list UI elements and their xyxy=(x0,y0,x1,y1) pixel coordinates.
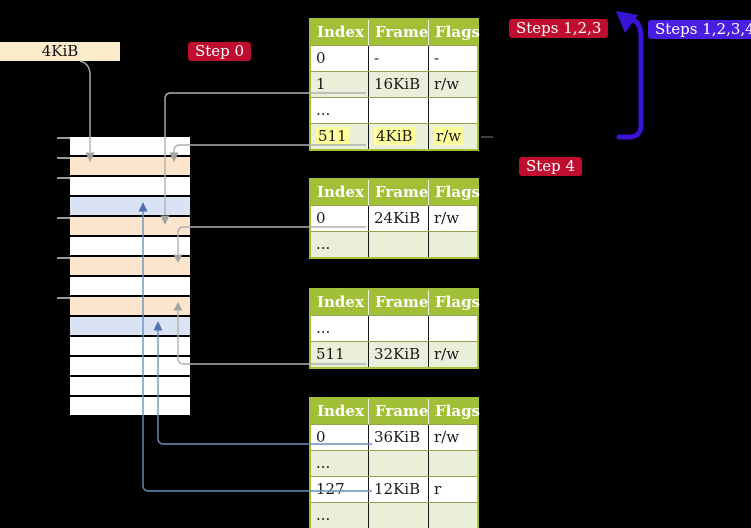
table-cell: ... xyxy=(316,454,331,472)
table-cell xyxy=(428,451,477,476)
address-tick xyxy=(57,157,70,159)
step4-badge: Step 4 xyxy=(519,157,583,176)
table-cell: 511 xyxy=(311,124,368,149)
table-cell xyxy=(368,503,428,528)
table-cell xyxy=(368,98,428,123)
highlighted-value: r/w xyxy=(434,127,464,145)
table-cell: 0 xyxy=(316,209,326,227)
table-row: 511 4KiB r/w xyxy=(311,123,477,149)
column-header: Flags xyxy=(428,20,480,45)
column-header: Flags xyxy=(428,399,480,424)
table-cell: 1 xyxy=(316,75,326,93)
table-cell: ... xyxy=(316,319,331,337)
table-row: ... xyxy=(311,231,477,257)
table-row: ... xyxy=(311,315,477,341)
address-tick xyxy=(57,257,70,259)
table-cell: 0 xyxy=(316,49,326,67)
column-header: Index xyxy=(317,183,364,201)
table-cell: 127 xyxy=(316,480,345,498)
memory-row-empty xyxy=(70,357,190,377)
table-cell xyxy=(428,503,477,528)
table-cell: 0 xyxy=(316,428,326,446)
memory-row-page-table-frame xyxy=(70,257,190,277)
memory-row-empty xyxy=(70,397,190,417)
memory-row-mapped-page xyxy=(70,197,190,217)
arrowhead-upleft-icon xyxy=(616,11,638,33)
column-header: Frame xyxy=(368,20,428,45)
steps-1234-badge: Steps 1,2,3,4 xyxy=(648,20,751,39)
table-cell: ... xyxy=(316,235,331,253)
table-cell xyxy=(428,98,477,123)
highlighted-value: 511 xyxy=(316,127,349,145)
memory-row-empty xyxy=(70,377,190,397)
address-tick xyxy=(57,217,70,219)
table-cell xyxy=(428,232,477,257)
memory-row-empty xyxy=(70,277,190,297)
memory-row-empty xyxy=(70,177,190,197)
table-cell: 24KiB xyxy=(368,206,428,231)
memory-row-page-table-frame xyxy=(70,157,190,177)
table-row: ... xyxy=(311,450,477,476)
physical-memory-strip xyxy=(70,137,190,417)
column-header: Index xyxy=(317,402,364,420)
column-header: Index xyxy=(317,23,364,41)
column-header: Frame xyxy=(368,399,428,424)
table-cell: ... xyxy=(316,506,331,524)
table-cell: 36KiB xyxy=(368,425,428,450)
memory-row-empty xyxy=(70,137,190,157)
table-cell xyxy=(428,316,477,341)
table-cell: 32KiB xyxy=(368,342,428,367)
table-cell: r xyxy=(428,477,477,502)
table-cell: r/w xyxy=(428,124,477,149)
memory-row-empty xyxy=(70,237,190,257)
column-header: Flags xyxy=(428,180,480,205)
steps-123-badge: Steps 1,2,3 xyxy=(509,19,609,38)
memory-row-empty xyxy=(70,337,190,357)
table-cell: 12KiB xyxy=(368,477,428,502)
table-cell: - xyxy=(368,46,428,71)
table-row: ... xyxy=(311,97,477,123)
address-tick xyxy=(57,177,70,179)
column-header: Frame xyxy=(368,180,428,205)
step0-badge: Step 0 xyxy=(188,42,252,61)
table-cell: r/w xyxy=(428,425,477,450)
table-cell: r/w xyxy=(428,206,477,231)
memory-row-mapped-page xyxy=(70,317,190,337)
table-cell: ... xyxy=(316,101,331,119)
table-cell: 4KiB xyxy=(368,124,428,149)
table-cell: 511 xyxy=(316,345,345,363)
table-cell: r/w xyxy=(428,72,477,97)
steps-loop-arrow xyxy=(616,16,644,140)
table-cell: r/w xyxy=(428,342,477,367)
table-cell xyxy=(368,232,428,257)
address-tick xyxy=(57,137,70,139)
table-cell: 16KiB xyxy=(368,72,428,97)
table-row: ... xyxy=(311,502,477,528)
column-header: Flags xyxy=(428,290,480,315)
memory-row-page-table-frame xyxy=(70,297,190,317)
table-cell xyxy=(368,451,428,476)
table-row: 0 -- xyxy=(311,45,477,71)
column-header: Index xyxy=(317,293,364,311)
page-size-label: 4KiB xyxy=(0,42,120,61)
table-cell xyxy=(368,316,428,341)
highlighted-value: 4KiB xyxy=(374,127,415,145)
table-cell: - xyxy=(428,46,477,71)
memory-row-page-table-frame xyxy=(70,217,190,237)
address-tick xyxy=(57,297,70,299)
column-header: Frame xyxy=(368,290,428,315)
